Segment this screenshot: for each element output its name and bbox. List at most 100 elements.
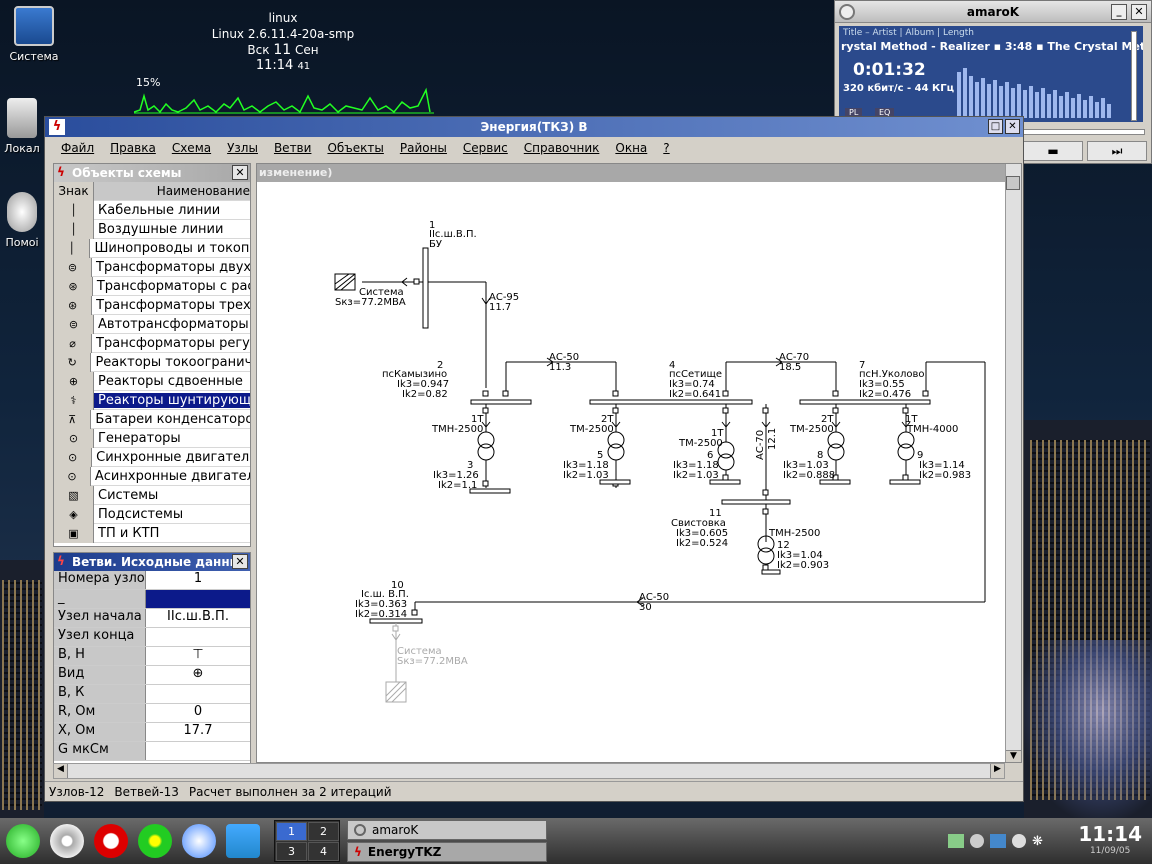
desktop-icon-local[interactable]: Локал (0, 98, 52, 155)
horizontal-scrollbar[interactable]: ◀ ▶ (53, 763, 1005, 779)
menu-objects[interactable]: Объекты (327, 141, 384, 155)
object-type-item[interactable]: ⊜Трансформаторы двухс (54, 257, 250, 277)
task-amarok[interactable]: amaroK (347, 820, 547, 840)
col-sign[interactable]: Знак (54, 181, 94, 201)
konqueror-icon[interactable] (182, 824, 216, 858)
menu-windows[interactable]: Окна (615, 141, 648, 155)
object-type-item[interactable]: ▣ТП и КТП (54, 523, 250, 543)
maximize-icon[interactable]: □ (988, 119, 1003, 134)
branch-property-value[interactable] (146, 742, 250, 760)
close-icon[interactable]: ✕ (232, 554, 248, 569)
object-type-item[interactable]: ⌀Трансформаторы регул (54, 333, 250, 353)
menu-service[interactable]: Сервис (462, 141, 508, 155)
branch-property-row[interactable]: В, К (54, 685, 250, 704)
pl-button[interactable]: PL (845, 108, 863, 117)
branch-property-value[interactable]: IIс.ш.В.П. (167, 609, 229, 624)
branch-property-value[interactable] (146, 628, 250, 646)
seek-bar[interactable] (1015, 129, 1145, 135)
network-icon[interactable] (948, 834, 964, 848)
object-type-item[interactable]: ⚕Реакторы шунтирующие (54, 390, 250, 410)
cd-tray-icon[interactable] (1012, 834, 1026, 848)
menu-nodes[interactable]: Узлы (227, 141, 258, 155)
branch-property-value[interactable]: ⊤ (192, 647, 204, 662)
scroll-down-icon[interactable]: ▼ (1006, 750, 1021, 762)
scheme-canvas[interactable]: изменение) (256, 163, 1022, 763)
object-type-item[interactable]: ⊙Асинхронные двигатели (54, 466, 250, 486)
kde-icon[interactable] (226, 824, 260, 858)
monitor-icon[interactable] (990, 834, 1006, 848)
object-type-item[interactable]: ◈Подсистемы (54, 504, 250, 524)
branch-property-value[interactable] (146, 590, 250, 608)
pager-desktop-4[interactable]: 4 (308, 842, 339, 861)
object-type-item[interactable]: ⊼Батареи конденсаторов (54, 409, 250, 429)
scroll-left-icon[interactable]: ◀ (54, 764, 68, 778)
branch-property-value[interactable]: 0 (193, 704, 203, 719)
eq-button[interactable]: EQ (875, 108, 895, 117)
desktop-icon-help[interactable]: Помоі (0, 192, 52, 249)
amarok-titlebar[interactable]: amaroK _ ✕ (835, 1, 1151, 23)
main-titlebar[interactable]: ϟ Энергия(ТКЗ) В □ ✕ (45, 117, 1023, 137)
amarok-app-icon[interactable] (839, 4, 855, 20)
branch-property-value[interactable] (146, 685, 250, 703)
scroll-thumb[interactable] (1006, 176, 1020, 190)
object-type-item[interactable]: ↻Реакторы токоограничи (54, 352, 250, 372)
branch-property-row[interactable]: G мкСм (54, 742, 250, 761)
object-type-item[interactable]: ▧Системы (54, 485, 250, 505)
cd-icon[interactable] (50, 824, 84, 858)
menu-regions[interactable]: Районы (399, 141, 447, 155)
pager-desktop-3[interactable]: 3 (276, 842, 307, 861)
close-icon[interactable]: ✕ (1005, 119, 1020, 134)
menu-file[interactable]: Файл (61, 141, 95, 155)
task-energytkz[interactable]: ϟ EnergyTKZ (347, 842, 547, 862)
pager-desktop-1[interactable]: 1 (276, 822, 307, 841)
taskbar-clock[interactable]: 11:14 11/09/05 (1078, 822, 1142, 856)
branch-property-row[interactable]: Узел конца (54, 628, 250, 647)
next-button[interactable]: ⏭ (1087, 141, 1147, 161)
object-type-item[interactable]: ⊕Реакторы сдвоенные (54, 371, 250, 391)
minimize-icon[interactable]: _ (1111, 4, 1127, 20)
object-type-item[interactable]: ⊛Трансформаторы трехс (54, 295, 250, 315)
close-icon[interactable]: ✕ (1131, 4, 1147, 20)
object-type-item[interactable]: │Воздушные линии (54, 219, 250, 239)
close-icon[interactable]: ✕ (232, 165, 248, 180)
suse-menu-icon[interactable] (6, 824, 40, 858)
objects-panel-titlebar[interactable]: ϟ Объекты схемы ✕ (54, 164, 250, 182)
vertical-scrollbar[interactable]: ▼ (1005, 164, 1021, 762)
scheme-diagram[interactable]: 1 IIс.ш.В.П. БУ Система Sкз=77.2МВА АС-9… (257, 182, 1007, 763)
scroll-right-icon[interactable]: ▶ (990, 764, 1004, 778)
object-type-item[interactable]: ⊙Генераторы (54, 428, 250, 448)
branch-property-value[interactable]: 1 (193, 571, 203, 586)
menu-reference[interactable]: Справочник (523, 141, 600, 155)
branches-panel-titlebar[interactable]: ϟ Ветви. Исходные данные ✕ (54, 553, 250, 571)
col-name[interactable]: Наименование (156, 184, 250, 198)
branch-property-row[interactable]: _ (54, 590, 250, 609)
volume-slider[interactable] (1131, 31, 1137, 121)
icq-icon[interactable] (138, 824, 172, 858)
object-type-item[interactable]: ⊜Автотрансформаторы (54, 314, 250, 334)
opera-icon[interactable] (94, 824, 128, 858)
pager-desktop-2[interactable]: 2 (308, 822, 339, 841)
object-type-item[interactable]: │Кабельные линии (54, 200, 250, 220)
menu-scheme[interactable]: Схема (171, 141, 212, 155)
menu-edit[interactable]: Правка (110, 141, 156, 155)
object-type-item[interactable]: ⊛Трансформаторы с рас (54, 276, 250, 296)
objects-panel[interactable]: ϟ Объекты схемы ✕ Знак Наименование │Каб… (53, 163, 251, 547)
object-type-item[interactable]: │Шинопроводы и токопро (54, 238, 250, 258)
branch-property-value[interactable]: ⊕ (192, 666, 204, 681)
volume-icon[interactable] (970, 834, 984, 848)
menu-branches[interactable]: Ветви (273, 141, 312, 155)
main-window[interactable]: ϟ Энергия(ТКЗ) В □ ✕ Файл Правка Схема У… (44, 116, 1024, 802)
branch-property-row[interactable]: Вид⊕ (54, 666, 250, 685)
stop-button[interactable]: ▬ (1023, 141, 1083, 161)
object-type-item[interactable]: ⊙Синхронные двигатели (54, 447, 250, 467)
klipper-icon[interactable]: ❋ (1032, 834, 1043, 849)
branch-property-value[interactable]: 17.7 (183, 723, 213, 738)
desktop-icon-system[interactable]: Система (0, 6, 70, 63)
branch-property-row[interactable]: В, Н⊤ (54, 647, 250, 666)
menu-help[interactable]: ? (663, 141, 670, 155)
